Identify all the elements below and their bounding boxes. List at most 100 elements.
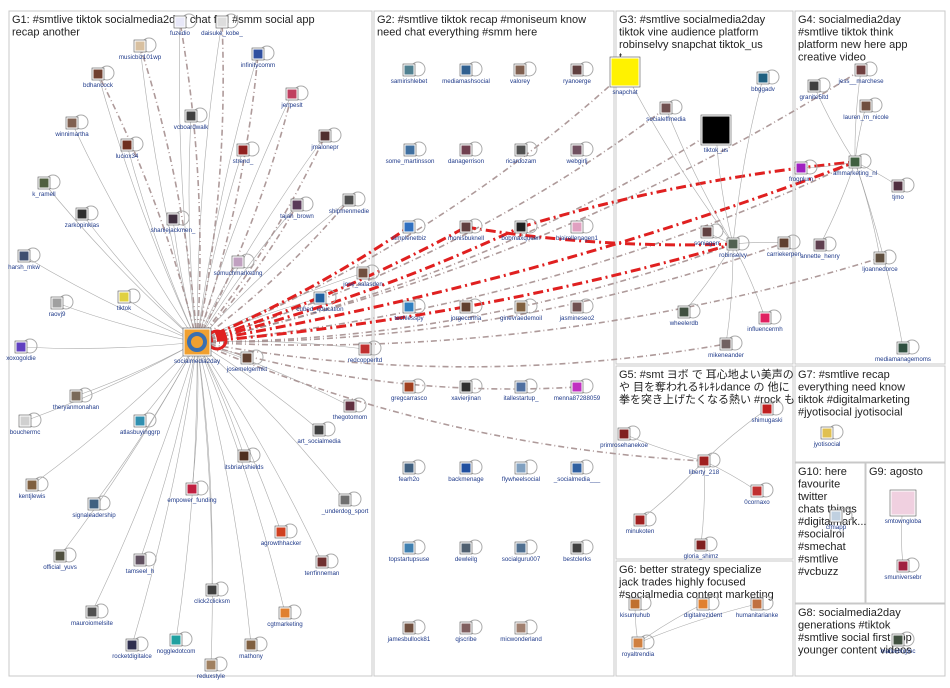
- node-backmenage[interactable]: backmenage: [448, 459, 484, 483]
- node-raovj9[interactable]: raovj9: [49, 294, 74, 318]
- node-samirishlebet[interactable]: samirishlebet: [391, 61, 428, 85]
- node-bobmaxqueen[interactable]: bobmaxqueen: [501, 218, 541, 242]
- node-luciox34[interactable]: luciox34: [116, 136, 144, 160]
- node-liberty-218[interactable]: liberty_218: [689, 452, 721, 476]
- node-mediamanagemoms[interactable]: mediamanagemoms: [875, 339, 931, 363]
- node-daisuke-kobe-[interactable]: daisuke_kobe_: [201, 13, 243, 37]
- node-marketinginc[interactable]: marketinginc: [880, 631, 916, 655]
- node-ljoannedorce[interactable]: ljoannedorce: [862, 249, 898, 273]
- node-jasmineseo2[interactable]: jasmineseo2: [559, 298, 595, 322]
- node-mathony[interactable]: mathony: [239, 636, 268, 660]
- node-signaleadership[interactable]: signaleadership: [72, 495, 116, 519]
- node-bestclerks[interactable]: bestclerks: [563, 539, 594, 563]
- node-jenpeslt[interactable]: jenpeslt: [280, 85, 309, 109]
- node-theryanmonahan[interactable]: theryanmonahan: [53, 387, 100, 411]
- node-topstartupsuse[interactable]: topstartupsuse: [389, 539, 430, 563]
- node-empower-funding[interactable]: empower_funding: [167, 480, 217, 504]
- node-cubed-education[interactable]: cubed_education: [296, 289, 344, 313]
- node-flywheelsocial[interactable]: flywheelsocial: [502, 459, 540, 483]
- node-ammarketing-nl[interactable]: ammarketing_nl: [833, 153, 877, 177]
- node-jorgecunha[interactable]: jorgecunha: [450, 298, 483, 322]
- node-humanitarianke[interactable]: humanitarianke: [736, 595, 779, 619]
- node-redcopperltd[interactable]: redcopperltd: [348, 340, 383, 364]
- node-itsbrianshields[interactable]: itsbrianshields: [224, 447, 264, 471]
- node-simplenetbiz[interactable]: simplenetbiz: [392, 218, 426, 242]
- node-jyotisocial[interactable]: jyotisocial: [813, 424, 844, 448]
- node-jmalonepr[interactable]: jmalonepr: [310, 127, 342, 151]
- node-ginevraedemoil[interactable]: ginevraedemoil: [500, 298, 542, 322]
- node-qjscribe[interactable]: qjscribe: [455, 619, 483, 643]
- node-0cornaxo[interactable]: 0cornaxo: [744, 482, 774, 506]
- node-jamesbullock81[interactable]: jamesbullock81: [387, 619, 431, 643]
- node-ryanoerge[interactable]: ryanoerge: [563, 61, 594, 85]
- node-josemelgermkt[interactable]: josemelgermkt: [226, 349, 268, 373]
- node-musicbiz101wp[interactable]: musicbiz101wp: [119, 37, 162, 61]
- node-art-socialmedia[interactable]: art_socialmedia: [297, 421, 341, 445]
- node-winnimartha[interactable]: winnimartha: [54, 114, 89, 138]
- node-royaltrendia[interactable]: royaltrendia: [622, 634, 655, 658]
- node-reduxstyle[interactable]: reduxstyle: [197, 656, 228, 680]
- node-smuniversebr[interactable]: smuniversebr: [884, 557, 922, 581]
- node-kentjlewis[interactable]: kentjlewis: [19, 476, 49, 500]
- node-terrfinneman[interactable]: terrfinneman: [305, 553, 340, 577]
- node-micwonderland[interactable]: micwonderland: [500, 619, 542, 643]
- node-shipmenmedie[interactable]: shipmenmedie: [329, 191, 370, 215]
- node-granite5ltd[interactable]: granite5ltd: [800, 77, 831, 101]
- node-k-ramell[interactable]: k_ramell: [32, 174, 61, 198]
- node-itallestartup-[interactable]: itallestartup_: [503, 378, 539, 402]
- node-fuzedio[interactable]: fuzedio: [170, 13, 197, 37]
- node-mediamashsocial[interactable]: mediamashsocial: [442, 61, 490, 85]
- node-jess-marchese[interactable]: jess__marchese: [837, 61, 884, 85]
- node-techlesspy[interactable]: techlesspy: [394, 298, 426, 322]
- node-tiktok[interactable]: tiktok: [117, 288, 141, 312]
- node-annette-henry[interactable]: annette_henry: [800, 236, 841, 260]
- node-official-yuvs[interactable]: official_yuvs: [43, 547, 77, 571]
- node-socialmedia2day[interactable]: socialmedia2day: [174, 327, 228, 365]
- node-wheelerdb[interactable]: wheelerdb: [669, 303, 701, 327]
- node-tiktok-us[interactable]: tiktok_us: [700, 114, 732, 154]
- node-bouchermc[interactable]: bouchermc: [10, 412, 42, 436]
- node-dewleilg[interactable]: dewleilg: [455, 539, 483, 563]
- node-valorey[interactable]: valorey: [510, 61, 537, 85]
- node-thegotomom[interactable]: thegotomom: [333, 397, 367, 421]
- node-tjmo[interactable]: tjmo: [891, 177, 915, 201]
- node--underdog-sport[interactable]: _underdog_sport: [321, 491, 369, 515]
- node-menna87288059[interactable]: menna87288059: [554, 378, 601, 402]
- node-socialeffmedia[interactable]: socialeffmedia: [646, 99, 686, 123]
- node-cgtmarketing[interactable]: cgtmarketing: [267, 604, 303, 628]
- node-rocketdigitalce[interactable]: rocketdigitalce: [112, 636, 152, 660]
- node-minukoten[interactable]: minukoten: [626, 511, 657, 535]
- node-blairellenagen1[interactable]: blairellenagen1: [556, 218, 599, 242]
- node-frogplum[interactable]: frogplum: [789, 159, 818, 183]
- node-socialguru007[interactable]: socialguru007: [502, 539, 541, 563]
- node-lauren-m-nicole[interactable]: lauren_m_nicole: [843, 97, 889, 121]
- node-agrowthhacker[interactable]: agrowthhacker: [261, 523, 302, 547]
- node-kisumuhub[interactable]: kisumuhub: [620, 595, 652, 619]
- node-strend-[interactable]: strend_: [233, 141, 260, 165]
- node-click2clicksm[interactable]: click2clicksm: [194, 581, 230, 605]
- node-jose-salasden[interactable]: jose_salasden: [342, 264, 383, 288]
- node-monisbuknell[interactable]: monisbuknell: [448, 218, 484, 242]
- node-cfmapp[interactable]: cfmapp: [826, 507, 853, 531]
- node-xoxogoldie[interactable]: xoxogoldie: [6, 338, 38, 362]
- node-tamseel-h[interactable]: tamseel_h: [126, 551, 157, 575]
- node-somuchmarketing[interactable]: somuchmarketing: [214, 253, 263, 277]
- node-influencermh[interactable]: influencermh: [747, 309, 783, 333]
- node-smtowngloba[interactable]: smtowngloba: [885, 489, 922, 525]
- node-bbggadv[interactable]: bbggadv: [751, 69, 780, 93]
- node-noggledotcom[interactable]: noggledotcom: [157, 631, 196, 655]
- node-fearh2o[interactable]: fearh2o: [399, 459, 426, 483]
- node-snapchat[interactable]: snapchat: [609, 56, 641, 96]
- node-xavierjinan[interactable]: xavierjinan: [451, 378, 483, 402]
- node-ricardozam[interactable]: ricardozam: [506, 141, 538, 165]
- node-tajah-brown[interactable]: tajah_brown: [280, 196, 314, 220]
- node-some-martinsson[interactable]: some_martinsson: [386, 141, 435, 165]
- node-vcboardwalk[interactable]: vcboardwalk: [174, 107, 209, 131]
- node-shimugaski[interactable]: shimugaski: [752, 400, 784, 424]
- node-harsh-mkw[interactable]: harsh_mkw: [8, 247, 41, 271]
- node-carriekerpen[interactable]: carriekerpen: [767, 234, 802, 258]
- node-atlasbuyinggrp[interactable]: atlasbuyinggrp: [120, 412, 161, 436]
- node-gregcarrasco[interactable]: gregcarrasco: [391, 378, 428, 402]
- node-digitalrezident[interactable]: digitalrezident: [684, 595, 722, 619]
- node-gloria-shimz[interactable]: gloria_shimz: [684, 536, 719, 560]
